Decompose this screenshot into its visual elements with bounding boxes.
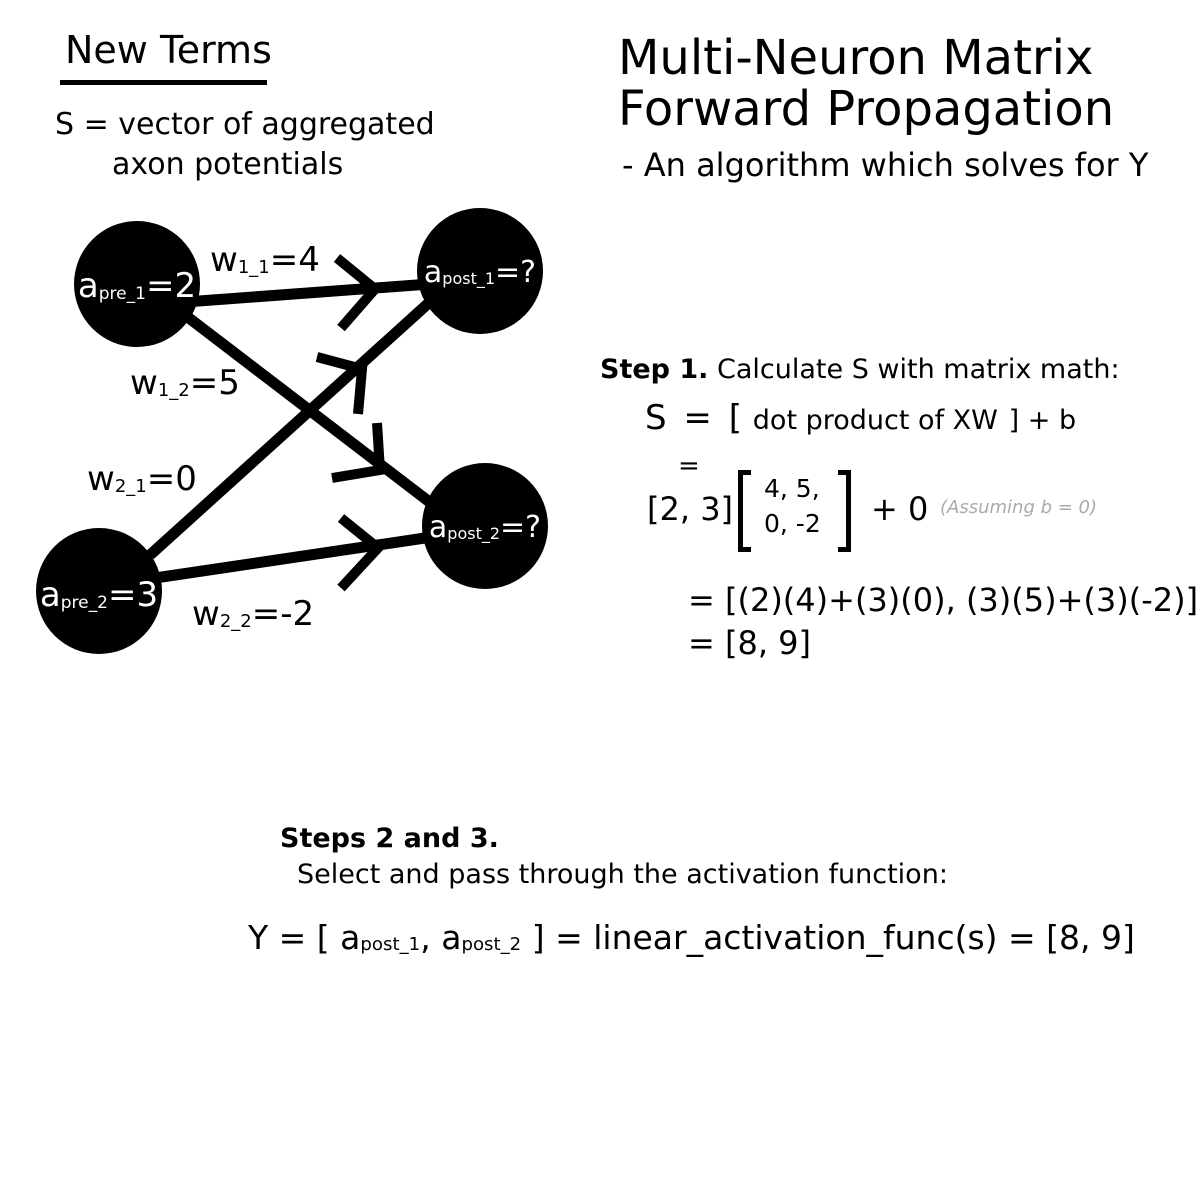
- edge-w11: [184, 278, 431, 308]
- node-post-2-value: =?: [500, 510, 541, 545]
- result-line: = [8, 9]: [688, 624, 812, 662]
- y-a-post-1: apost_1: [340, 918, 420, 957]
- node-post-1-label: apost_1=?: [424, 255, 536, 290]
- y-a2-base: a: [441, 918, 462, 957]
- matrix-row-1: 4, 5,: [764, 474, 820, 503]
- node-post-2-base: a: [429, 510, 447, 545]
- matrix-right-bracket: [838, 470, 851, 552]
- matrix-row-2: 0, -2: [764, 509, 821, 538]
- plus-bias: + 0: [871, 490, 929, 528]
- weight-w11-value: =4: [270, 240, 320, 280]
- definition-line-1: S = vector of aggregated: [55, 107, 435, 142]
- expansion-line: = [(2)(4)+(3)(0), (3)(5)+(3)(-2)]: [688, 581, 1199, 619]
- weight-w21-sub: 2_1: [115, 476, 147, 497]
- weight-w22-base: w: [192, 594, 220, 634]
- step1-label: Step 1.: [600, 354, 709, 385]
- y-eq-end: ] = linear_activation_func(s) = [8, 9]: [531, 918, 1135, 957]
- node-post-1-base: a: [424, 255, 442, 290]
- x-vector: [2, 3]: [647, 490, 734, 528]
- node-pre-1-sub: pre_1: [99, 284, 146, 304]
- weight-w22-sub: 2_2: [220, 611, 252, 632]
- steps23-label: Steps 2 and 3.: [280, 823, 499, 854]
- node-pre-1-base: a: [78, 266, 99, 306]
- bias-assumption: (Assuming b = 0): [940, 497, 1098, 518]
- node-post-2-label: apost_2=?: [429, 510, 541, 545]
- node-pre-2: [36, 528, 162, 654]
- neural-network-diagram: apre_1=2 apost_1=? apost_2=? apre_2=3 w1…: [36, 208, 548, 654]
- node-pre-1-label: apre_1=2: [78, 266, 196, 306]
- title-line-1: Multi-Neuron Matrix: [618, 30, 1094, 86]
- node-pre-2-value: =3: [108, 575, 158, 615]
- edge-w21: [146, 295, 436, 560]
- arrowhead-w11: [333, 254, 383, 332]
- arrowhead-w22: [337, 514, 386, 592]
- y-a1-sub: post_1: [360, 933, 421, 955]
- weight-w12-value: =5: [190, 363, 240, 403]
- edge-w22: [154, 532, 426, 584]
- step1-heading: Step 1. Calculate S with matrix math:: [600, 354, 1120, 385]
- weight-w22-value: =-2: [252, 594, 314, 634]
- node-pre-1-value: =2: [146, 266, 196, 306]
- weight-w12-label: w1_2=5: [130, 363, 240, 403]
- y-a2-sub: post_2: [461, 933, 522, 955]
- node-pre-2-label: apre_2=3: [40, 575, 158, 615]
- node-post-2-sub: post_2: [447, 524, 500, 544]
- steps23-description: Select and pass through the activation f…: [297, 859, 948, 890]
- s-close-plus-b: ] + b: [1008, 405, 1077, 436]
- arrowhead-w12: [331, 422, 386, 483]
- step1-description: Calculate S with matrix math:: [717, 354, 1120, 385]
- s-equals: =: [683, 398, 712, 438]
- arrowhead-w21: [315, 352, 368, 415]
- weight-w21-base: w: [87, 459, 115, 499]
- y-a-post-2: apost_2: [441, 918, 521, 957]
- weight-w21-value: =0: [147, 459, 197, 499]
- weight-w22-label: w2_2=-2: [192, 594, 314, 634]
- node-pre-1: [74, 221, 200, 347]
- s-open-bracket: [: [728, 398, 742, 438]
- s-symbol: S: [645, 398, 667, 438]
- y-a1-base: a: [340, 918, 361, 957]
- s-equation: S = [ dot product of XW ] + b: [645, 398, 1076, 438]
- weight-w11-label: w1_1=4: [210, 240, 320, 280]
- weight-w11-base: w: [210, 240, 238, 280]
- node-post-1-sub: post_1: [442, 269, 495, 289]
- definition-line-2: axon potentials: [112, 147, 344, 182]
- weight-w11-sub: 1_1: [238, 257, 270, 278]
- s-dot-product: dot product of XW: [752, 405, 998, 436]
- title-line-2: Forward Propagation: [618, 81, 1115, 137]
- node-pre-2-sub: pre_2: [61, 593, 108, 613]
- node-post-2: [422, 463, 548, 589]
- y-equation: Y = [ apost_1, apost_2 ] = linear_activa…: [248, 918, 1135, 957]
- new-terms-heading: New Terms: [65, 28, 272, 72]
- y-comma: ,: [420, 918, 431, 957]
- node-post-1-value: =?: [495, 255, 536, 290]
- weight-w21-label: w2_1=0: [87, 459, 197, 499]
- matrix-left-bracket: [738, 470, 751, 552]
- new-terms-underline: [60, 80, 267, 85]
- equals-under: =: [678, 451, 700, 481]
- weight-w12-base: w: [130, 363, 158, 403]
- node-pre-2-base: a: [40, 575, 61, 615]
- y-eq-start: Y = [: [248, 918, 330, 957]
- node-post-1: [417, 208, 543, 334]
- weight-w12-sub: 1_2: [158, 380, 190, 401]
- subtitle: - An algorithm which solves for Y: [622, 146, 1149, 184]
